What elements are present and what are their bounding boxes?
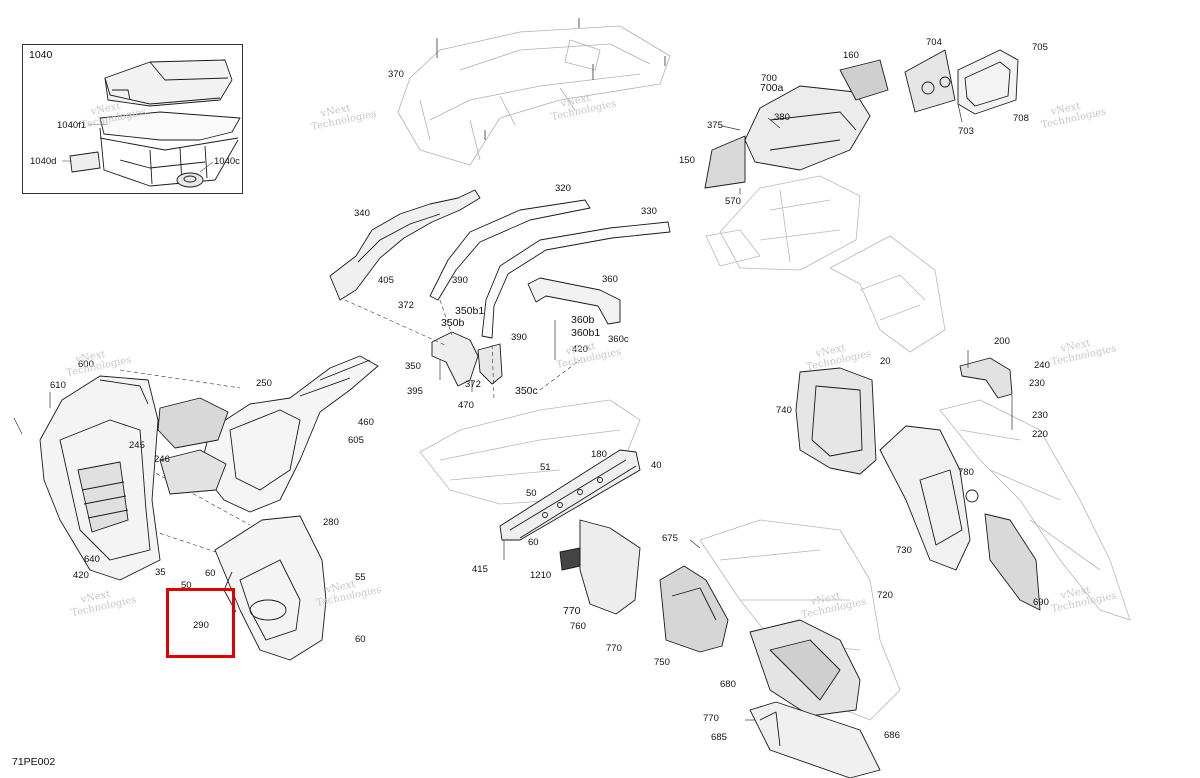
bracket-200-drawing [959,357,1013,399]
part-label[interactable]: 350b [441,317,465,329]
part-label[interactable]: 690 [1033,597,1049,608]
part-label[interactable]: 390 [511,332,527,343]
inset-frame [22,44,243,194]
part-label[interactable]: 51 [540,462,551,473]
part-label[interactable]: 350c [515,385,538,397]
part-label[interactable]: 700a [760,82,784,94]
part-label[interactable]: 600 [78,359,94,370]
part-label[interactable]: 750 [654,657,670,668]
part-label[interactable]: 375 [707,120,723,131]
part-label[interactable]: 245 [129,440,145,451]
part-label[interactable]: 360b [571,314,595,326]
part-label[interactable]: 60 [205,568,216,579]
part-label[interactable]: 40 [651,460,662,471]
part-label[interactable]: 350b1 [455,305,485,317]
part-label[interactable]: 280 [323,517,339,528]
part-label[interactable]: 460 [358,417,374,428]
part-label[interactable]: 704 [926,37,942,48]
part-label[interactable]: 680 [720,679,736,690]
part-label[interactable]: 420 [572,344,588,355]
part-label[interactable]: 770 [606,643,622,654]
part-label[interactable]: 610 [50,380,66,391]
part-label[interactable]: 605 [348,435,364,446]
part-label[interactable]: 372 [465,379,481,390]
part-label[interactable]: 370 [388,69,404,80]
part-label[interactable]: 290 [193,620,209,631]
part-label[interactable]: 405 [378,275,394,286]
part-label[interactable]: 685 [711,732,727,743]
part-label[interactable]: 50 [526,488,537,499]
part-label[interactable]: 220 [1032,429,1048,440]
inset-label: 1040d [30,156,57,167]
lower-panels-drawing [559,519,729,653]
diagram-id: 71PE002 [12,756,56,768]
part-label[interactable]: 360 [602,274,618,285]
part-label[interactable]: 150 [679,155,695,166]
part-label[interactable]: 380 [774,112,790,123]
part-label[interactable]: 320 [555,183,571,194]
part-label[interactable]: 740 [776,405,792,416]
part-label[interactable]: 340 [354,208,370,219]
dashboard-drawing [704,49,1019,189]
part-label[interactable]: 780 [958,467,974,478]
center-console-drawing [157,355,379,513]
part-label[interactable]: 240 [1034,360,1050,371]
upper-frame-drawing [329,189,671,339]
part-label[interactable]: 360c [608,334,629,345]
part-label[interactable]: 708 [1013,113,1029,124]
inset-title: 1040 [29,49,53,61]
part-label[interactable]: 570 [725,196,741,207]
part-label[interactable]: 230 [1029,378,1045,389]
part-label[interactable]: 60 [355,634,366,645]
part-label[interactable]: 200 [994,336,1010,347]
part-label[interactable]: 470 [458,400,474,411]
part-label[interactable]: 250 [256,378,272,389]
highlight-box [166,588,235,658]
right-panel-drawing [795,367,1041,611]
part-label[interactable]: 60 [528,537,539,548]
part-label[interactable]: 360b1 [571,327,601,339]
part-label[interactable]: 703 [958,126,974,137]
side-panel-lower-drawing [749,619,881,778]
part-label[interactable]: 415 [472,564,488,575]
storage-box-drawing [69,59,241,188]
inset-label: 1040c [214,156,240,167]
part-label[interactable]: 686 [884,730,900,741]
part-label[interactable]: 675 [662,533,678,544]
part-label[interactable]: 35 [155,567,166,578]
part-label[interactable]: 770 [563,605,581,617]
crossmember-drawing [499,449,641,541]
inset-label: 1040f1 [57,120,87,131]
part-label[interactable]: 700 [761,73,777,84]
part-label[interactable]: 20 [880,356,891,367]
part-label[interactable]: 55 [355,572,366,583]
part-label[interactable]: 770 [703,713,719,724]
part-label[interactable]: 180 [591,449,607,460]
left-panel-drawing [39,375,161,581]
part-label[interactable]: 1210 [530,570,552,581]
part-label[interactable]: 705 [1032,42,1048,53]
part-label[interactable]: 395 [407,386,423,397]
part-label[interactable]: 420 [73,570,89,581]
center-bracket-drawing [431,331,503,387]
part-label[interactable]: 640 [84,554,100,565]
part-label[interactable]: 720 [877,590,893,601]
part-label[interactable]: 372 [398,300,414,311]
roof-drawing [397,25,671,166]
part-label[interactable]: 760 [570,621,586,632]
part-label[interactable]: 730 [896,545,912,556]
part-label[interactable]: 246 [154,454,170,465]
part-label[interactable]: 330 [641,206,657,217]
part-label[interactable]: 390 [452,275,468,286]
part-label[interactable]: 230 [1032,410,1048,421]
part-label[interactable]: 160 [843,50,859,61]
part-label[interactable]: 350 [405,361,421,372]
part-label[interactable]: 50 [181,580,192,591]
